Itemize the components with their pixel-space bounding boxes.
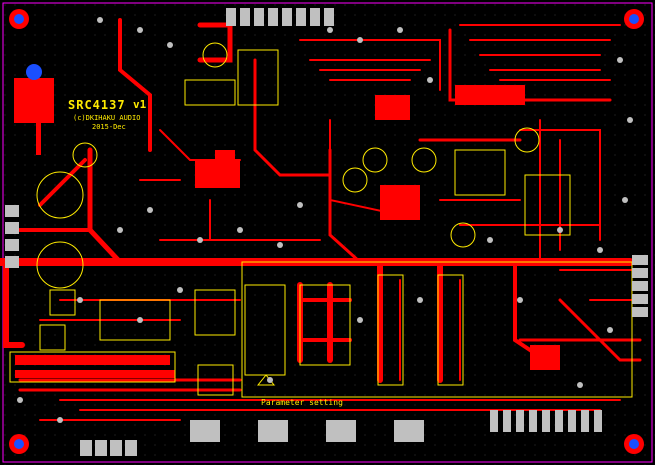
- copper-fills: [14, 78, 560, 378]
- silkscreen-outlines: [9, 42, 633, 398]
- board-version: v1: [133, 98, 147, 111]
- vias: [17, 17, 633, 423]
- header-pads: [5, 8, 648, 456]
- board-date: 2015-Dec: [92, 123, 126, 131]
- board-copyright: (c)DKIHAKU AUDIO: [73, 114, 141, 122]
- section-label-parameter-setting: Parameter setting: [261, 398, 343, 407]
- mounting-holes: [9, 9, 644, 454]
- board-title: SRC4137: [68, 98, 126, 112]
